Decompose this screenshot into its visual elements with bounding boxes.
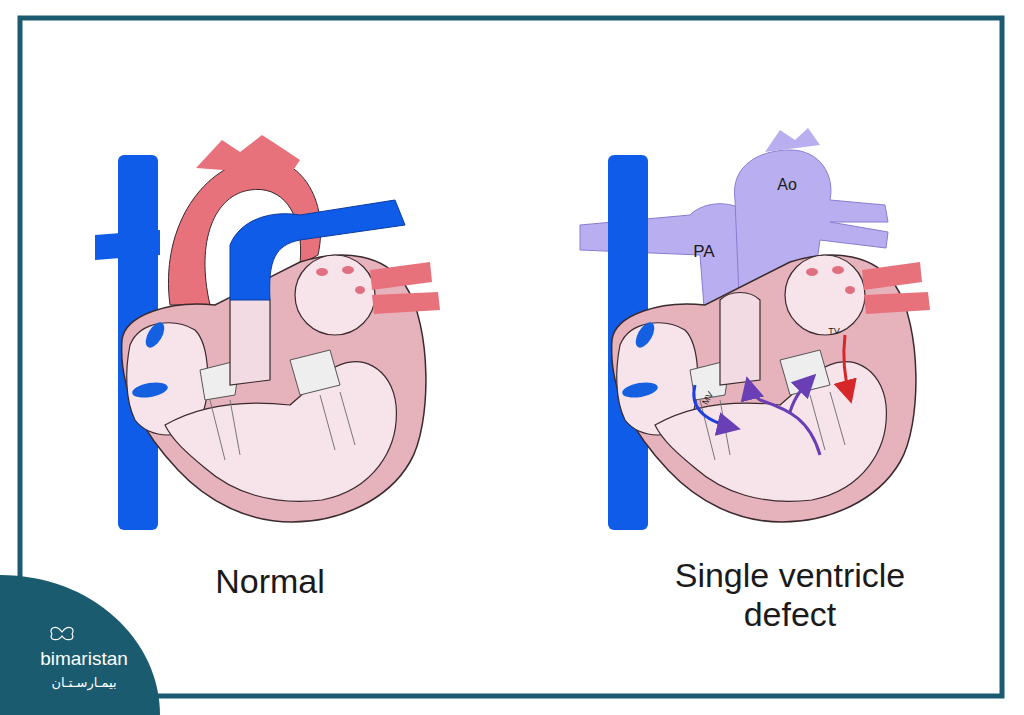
caption-defect: Single ventricle defect (640, 556, 940, 634)
logo-text-arabic: بيمـارسـتـان (14, 676, 154, 691)
caption-normal: Normal (170, 562, 370, 601)
logo-text: bimaristan (14, 648, 154, 670)
valve-label: TV (826, 326, 842, 336)
pulmonary-artery-label: PA (688, 242, 720, 262)
aorta-label: Ao (772, 176, 802, 194)
